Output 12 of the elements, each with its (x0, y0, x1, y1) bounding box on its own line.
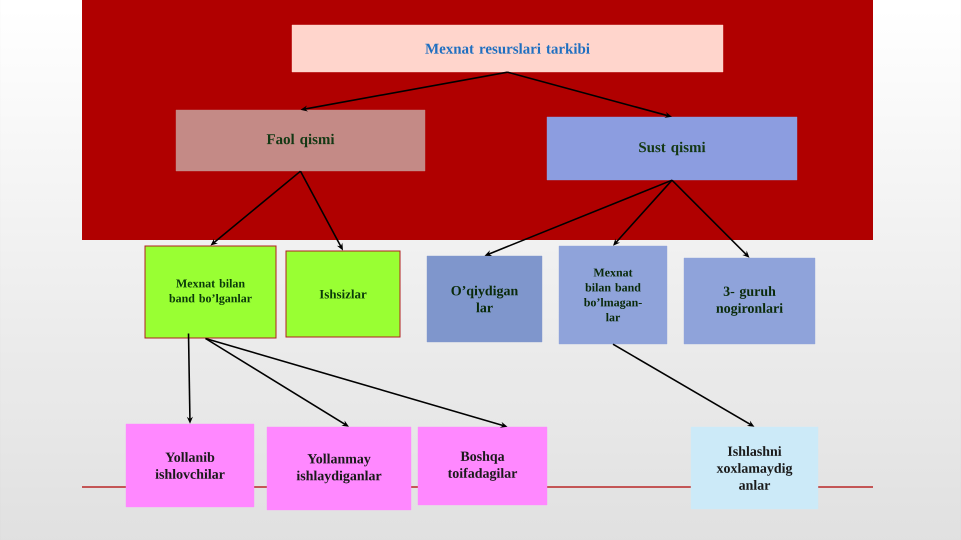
group-box: Mexnat bilan band bo’lganlar (144, 246, 276, 338)
category-box: Faol qismi (176, 110, 426, 172)
subgroup-box: Ishlashni xoxlamaydig anlar (690, 426, 818, 510)
group-box: 3- guruh nogironlari (684, 258, 816, 344)
group-box: Mexnat bilan band bo’lmagan- lar (558, 246, 668, 344)
title-box: Mexnat resurslari tarkibi (292, 24, 724, 72)
group-box: O’qiydigan lar (426, 256, 542, 342)
category-box: Sust qismi (546, 116, 798, 180)
subgroup-box: Yollanmay ishlaydiganlar (266, 426, 412, 510)
subgroup-box: Boshqa toifadagilar (418, 426, 548, 506)
subgroup-box: Yollanib ishlovchilar (126, 424, 254, 508)
group-box: Ishsizlar (286, 250, 400, 338)
